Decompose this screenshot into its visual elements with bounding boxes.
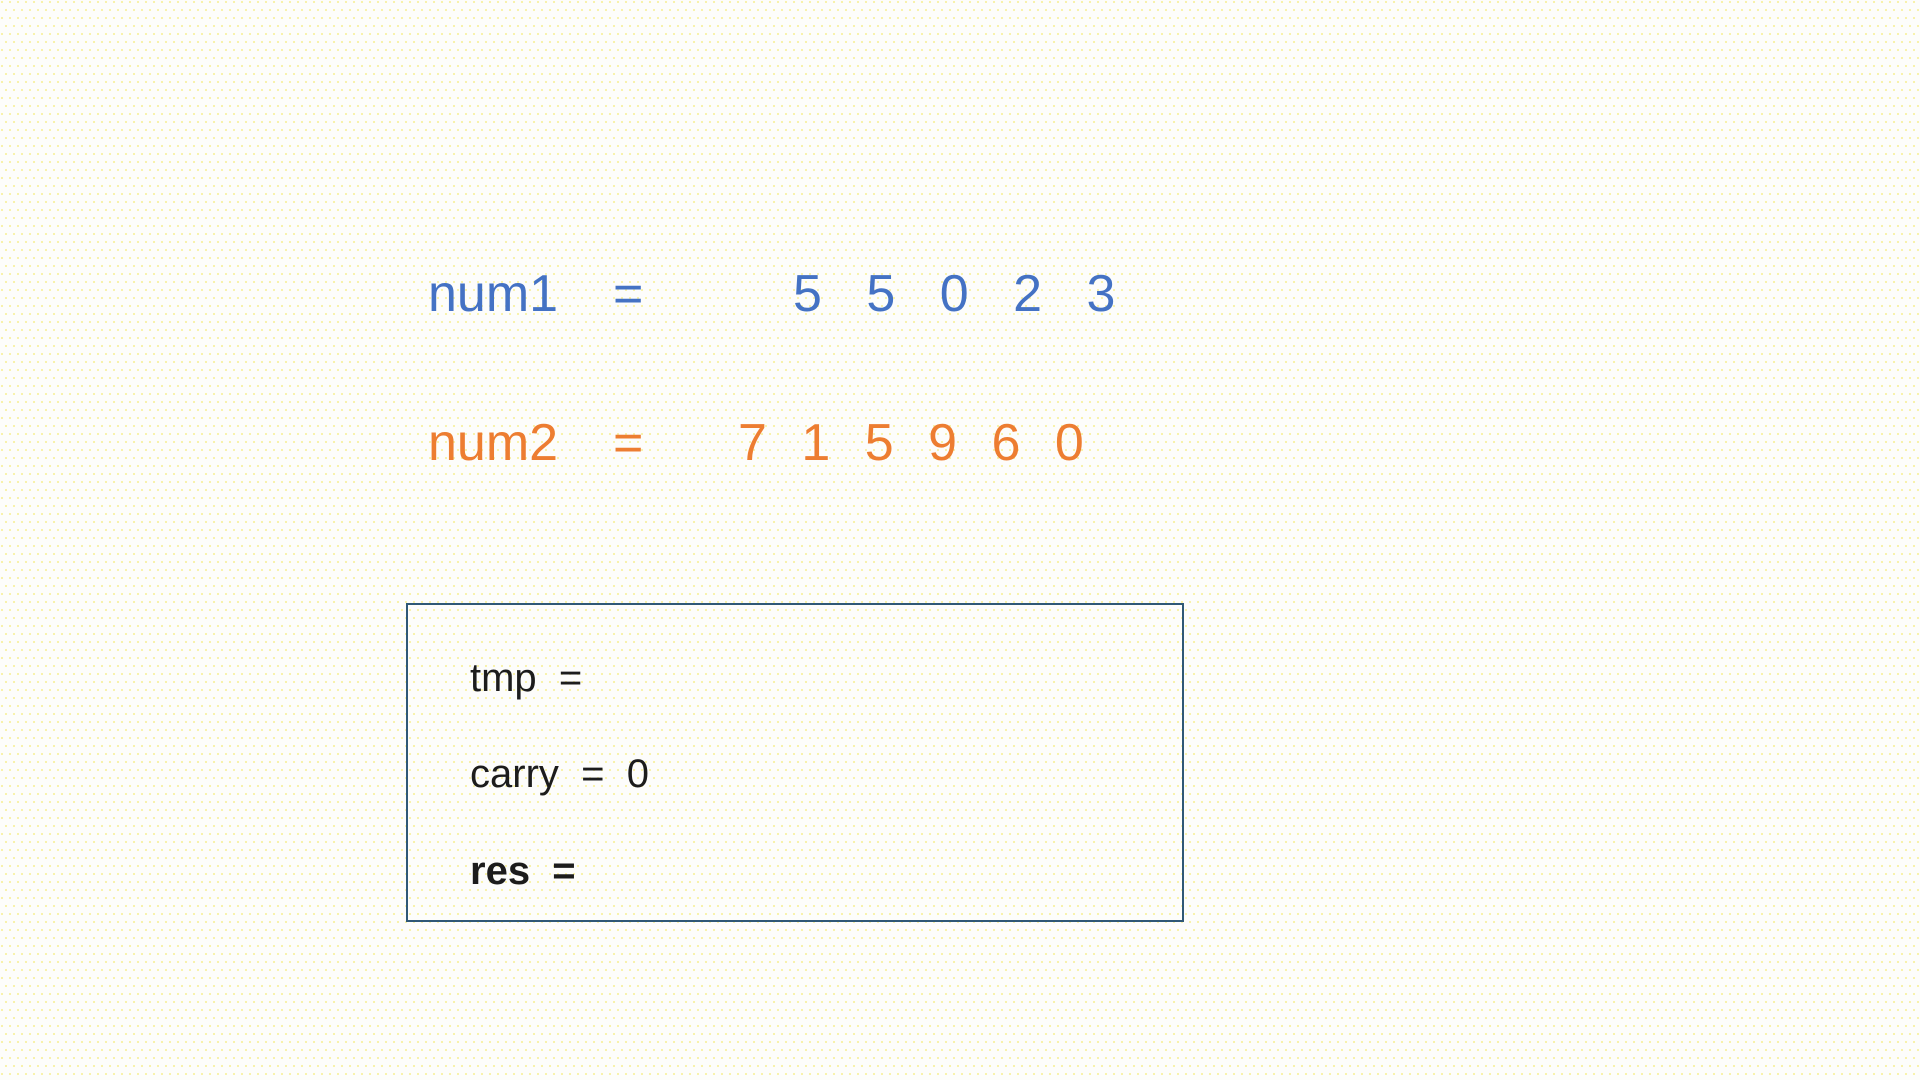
- num1-equals-sign: =: [613, 265, 644, 323]
- carry-line: carry = 0: [470, 752, 649, 796]
- num2-label: num2: [428, 414, 559, 472]
- num2-digits: 7 1 5 9 6 0: [738, 414, 1084, 472]
- num2-equals-sign: =: [613, 414, 644, 472]
- num1-digits: 5 5 0 2 3: [793, 265, 1116, 323]
- num1-label: num1: [428, 265, 559, 323]
- tmp-line: tmp =: [470, 656, 583, 700]
- res-line: res =: [470, 849, 576, 893]
- state-box: tmp = carry = 0 res =: [406, 603, 1184, 922]
